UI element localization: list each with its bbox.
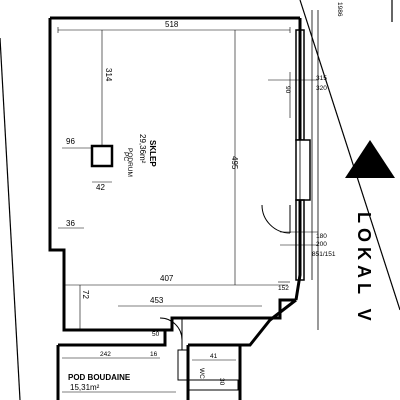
dim-bottom-mid: 50 xyxy=(152,331,160,338)
dim-bottom-right-b: 30 xyxy=(218,378,225,386)
dimension-lines xyxy=(57,27,318,393)
dim-column-width: 42 xyxy=(96,183,105,192)
dim-bottom-left-a: 242 xyxy=(100,351,111,358)
room-name-pc: PC xyxy=(122,152,129,161)
room-name-wc: WC xyxy=(198,368,205,379)
dim-right-lower-a: 180 xyxy=(316,233,327,240)
dim-lower-width: 407 xyxy=(160,274,174,283)
dim-bottom-left-b: 16 xyxy=(150,351,158,358)
dim-left-offset: 36 xyxy=(66,219,75,228)
dim-right-lower-c: 851/151 xyxy=(312,251,336,258)
dim-right-lower-b: 200 xyxy=(316,241,327,248)
dim-column-left: 96 xyxy=(66,137,75,146)
column xyxy=(90,144,114,168)
room-area-boudaine: 15,31m² xyxy=(70,383,100,392)
doors xyxy=(159,204,291,391)
dim-corner-top: 1986 xyxy=(336,2,343,17)
dim-lower-left: 72 xyxy=(81,290,90,299)
dim-right-top-b: 320 xyxy=(316,85,327,92)
dim-right-small: 152 xyxy=(278,285,289,292)
dim-left-vertical: 314 xyxy=(104,68,113,82)
room-name-sklep: SKLEP xyxy=(148,140,157,167)
dim-bottom-width: 453 xyxy=(150,296,164,305)
room-area-sklep: 29,36m² xyxy=(138,134,147,164)
dim-right-top: 315 xyxy=(316,75,327,82)
unit-label: LOKAL V xyxy=(354,212,374,326)
dim-room-length: 495 xyxy=(230,156,239,170)
dim-bottom-right-a: 41 xyxy=(210,353,218,360)
dim-right-mid: 90 xyxy=(284,86,291,94)
dim-top-width: 518 xyxy=(165,20,179,29)
room-name-boudaine: POD BOUDAINE xyxy=(68,373,131,382)
room-extra-sklep: PODRUM xyxy=(126,148,133,177)
north-arrow-icon xyxy=(345,140,395,178)
facade-wall xyxy=(295,10,319,330)
